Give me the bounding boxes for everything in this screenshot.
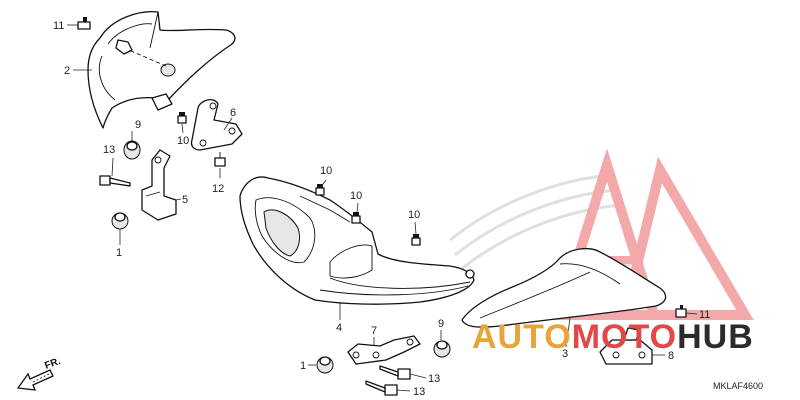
- bolt-10-mid-a: [315, 184, 325, 196]
- front-arrow-icon: [16, 369, 54, 391]
- callout-11-lower: 11: [699, 309, 710, 321]
- grommet-1-upper: [111, 212, 129, 230]
- callout-3: 3: [562, 348, 568, 360]
- callout-11-upper: 11: [53, 20, 64, 32]
- part-3-side-lower-panel: [461, 247, 667, 328]
- bolt-10-mid-b: [351, 212, 361, 224]
- grommet-1-lower: [316, 356, 334, 374]
- callout-10-upper: 10: [177, 135, 189, 147]
- part-4-lower-cowl: [239, 176, 475, 305]
- callout-12: 12: [212, 183, 224, 195]
- diagram-code: MKLAF4600: [713, 381, 763, 391]
- callout-13-lower-b: 13: [413, 386, 425, 398]
- part-8-stay: [599, 327, 653, 365]
- front-label: FR.: [43, 356, 62, 372]
- callout-10-mid-a: 10: [320, 165, 332, 177]
- watermark-auto: AUTO: [472, 318, 572, 356]
- callout-13-upper: 13: [103, 144, 115, 156]
- callout-10-mid-c: 10: [408, 209, 420, 221]
- leader-lines: [67, 24, 698, 392]
- callout-5: 5: [182, 194, 188, 206]
- grommet-9-lower: [433, 340, 451, 358]
- svg-text:AUTOMOTOHUB: AUTOMOTOHUB: [472, 318, 754, 356]
- part-2-upper-inner-cowl: [77, 11, 236, 129]
- bolt-13-upper: [99, 175, 131, 187]
- bolt-11-lower: [675, 305, 687, 318]
- callout-9-lower: 9: [438, 318, 444, 330]
- part-7-bracket: [347, 335, 421, 365]
- callout-7: 7: [371, 325, 377, 337]
- callout-2: 2: [64, 65, 70, 77]
- callout-10-mid-b: 10: [350, 190, 362, 202]
- watermark-moto: MOTO: [572, 318, 677, 356]
- watermark-text: AUTOMOTOHUB: [472, 318, 754, 356]
- callout-9-upper: 9: [135, 119, 141, 131]
- part-5-stay: [141, 149, 177, 221]
- bolt-10-upper: [177, 112, 187, 124]
- callout-8: 8: [668, 350, 674, 362]
- grommet-9-upper: [123, 140, 141, 160]
- bolt-10-mid-c: [411, 234, 421, 246]
- watermark-hub: HUB: [677, 318, 754, 356]
- callout-labels: 11 2 6 10 9 13 12 5 1 10 10 10 4 7 9 1 1…: [53, 20, 710, 398]
- bolt-13-lower-b: [365, 380, 398, 396]
- callout-13-lower-a: 13: [428, 373, 440, 385]
- callout-1-lower: 1: [300, 360, 306, 372]
- callout-6: 6: [230, 107, 236, 119]
- part-6-bracket: [190, 98, 243, 151]
- bolt-12: [214, 152, 226, 167]
- callout-1-upper: 1: [116, 247, 122, 259]
- bolt-13-lower-a: [379, 365, 411, 380]
- callout-4: 4: [336, 322, 342, 334]
- front-direction-indicator: FR.: [16, 356, 62, 391]
